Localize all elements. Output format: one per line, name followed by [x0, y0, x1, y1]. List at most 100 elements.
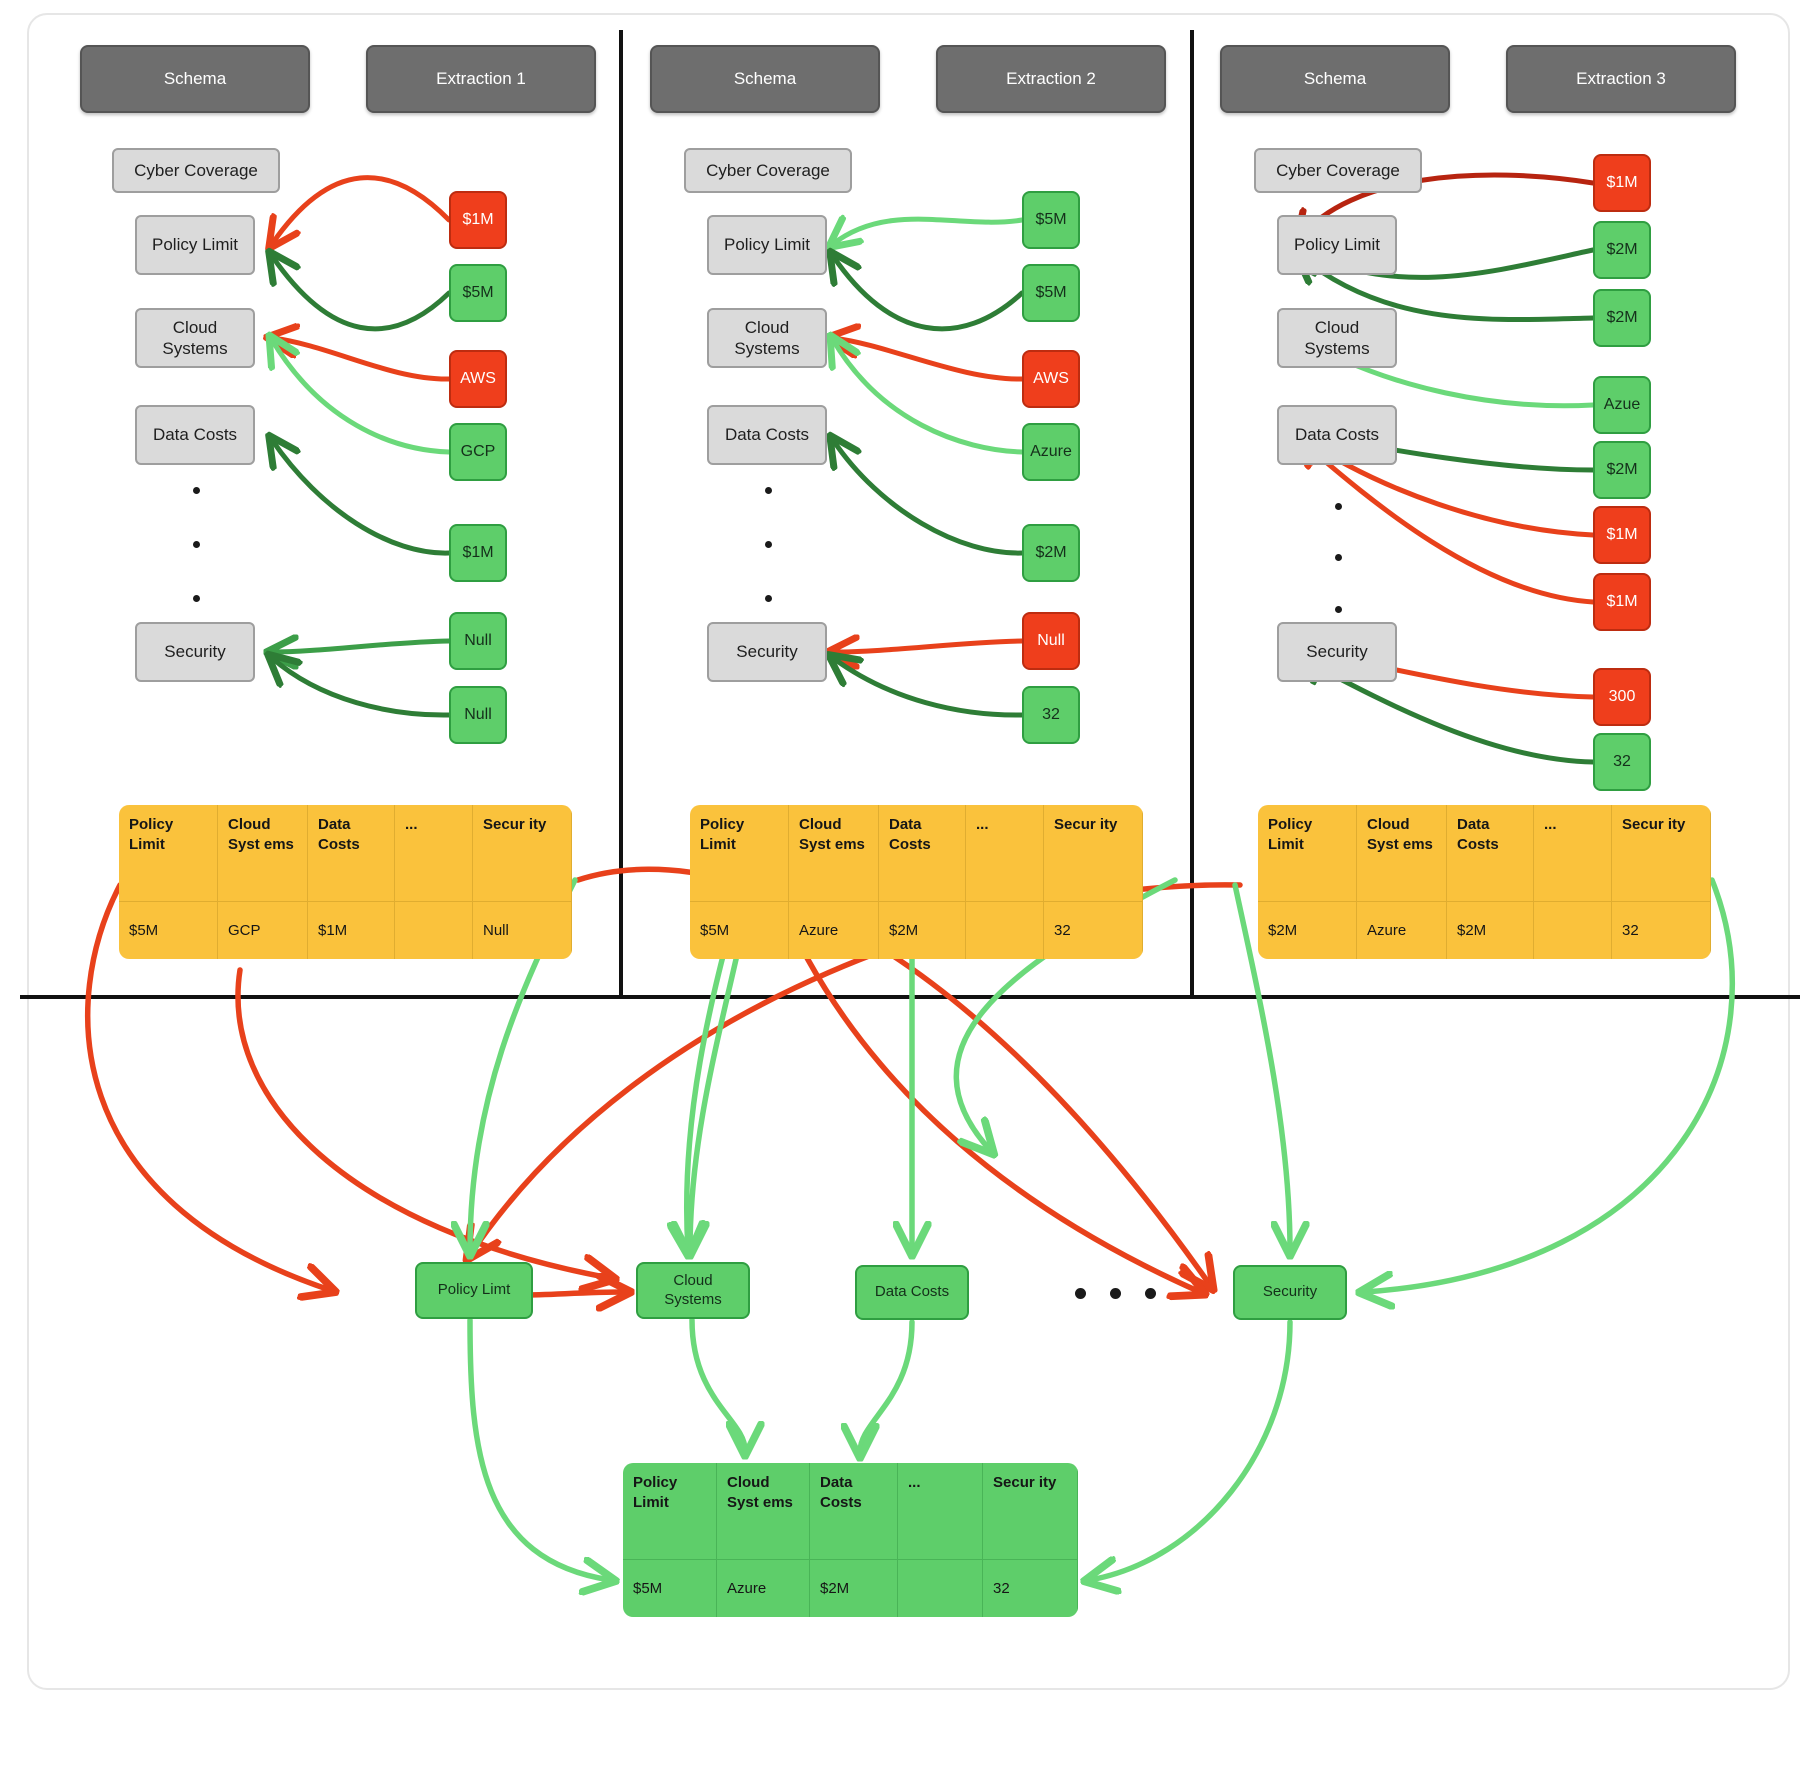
panel-3-th-2: Data Costs [1447, 805, 1534, 901]
panel-3-table-header-row: Policy Limit Cloud Syst ems Data Costs .… [1258, 805, 1711, 901]
consensus-th-4: Secur ity [983, 1463, 1078, 1559]
panel-2-value-2[interactable]: AWS [1022, 350, 1080, 408]
panel-1-ellipsis-dot-1 [193, 487, 200, 494]
panel-2-value-0[interactable]: $5M [1022, 191, 1080, 249]
panel-2-field-data-costs[interactable]: Data Costs [707, 405, 827, 465]
consensus-ellipsis-dot-2 [1110, 1288, 1121, 1299]
panel-2-th-1: Cloud Syst ems [789, 805, 879, 901]
panel-2-value-5[interactable]: Null [1022, 612, 1080, 670]
consensus-th-3: ... [898, 1463, 983, 1559]
panel-1-td-0: $5M [119, 901, 218, 959]
panel-3-td-4: 32 [1612, 901, 1711, 959]
consensus-final-table: Policy Limit Cloud Syst ems Data Costs .… [623, 1463, 1078, 1617]
consensus-td-4: 32 [983, 1559, 1078, 1617]
consensus-td-2: $2M [810, 1559, 898, 1617]
panel-2-value-6[interactable]: 32 [1022, 686, 1080, 744]
panel-3-value-5[interactable]: $1M [1593, 506, 1651, 564]
panel-1-value-5[interactable]: Null [449, 612, 507, 670]
panel-1-field-policy-limit[interactable]: Policy Limit [135, 215, 255, 275]
panel-2-extraction-table: Policy Limit Cloud Syst ems Data Costs .… [690, 805, 1143, 959]
panel-1-table-body-row: $5M GCP $1M Null [119, 901, 572, 959]
consensus-th-1: Cloud Syst ems [717, 1463, 810, 1559]
panel-2-th-0: Policy Limit [690, 805, 789, 901]
panel-2-table-body-row: $5M Azure $2M 32 [690, 901, 1143, 959]
panel-3-field-policy-limit[interactable]: Policy Limit [1277, 215, 1397, 275]
consensus-td-0: $5M [623, 1559, 717, 1617]
panel-2-ellipsis-dot-3 [765, 595, 772, 602]
consensus-th-0: Policy Limit [623, 1463, 717, 1559]
panel-1-extraction-header-label: Extraction 1 [436, 69, 526, 88]
panel-3-value-4[interactable]: $2M [1593, 441, 1651, 499]
panel-3-table-body-row: $2M Azure $2M 32 [1258, 901, 1711, 959]
panel-1-field-data-costs[interactable]: Data Costs [135, 405, 255, 465]
panel-3-field-data-costs[interactable]: Data Costs [1277, 405, 1397, 465]
panel-2-schema-header: Schema [650, 45, 880, 113]
panel-1-th-3: ... [395, 805, 473, 901]
panel-1-th-4: Secur ity [473, 805, 572, 901]
consensus-ellipsis-dot-1 [1075, 1288, 1086, 1299]
panel-2-ellipsis-dot-2 [765, 541, 772, 548]
panel-3-value-7[interactable]: 300 [1593, 668, 1651, 726]
panel-2-table-header-row: Policy Limit Cloud Syst ems Data Costs .… [690, 805, 1143, 901]
panel-3-value-8[interactable]: 32 [1593, 733, 1651, 791]
panel-1-field-cyber-coverage[interactable]: Cyber Coverage [112, 148, 280, 193]
panel-2-extraction-header-label: Extraction 2 [1006, 69, 1096, 88]
panel-1-th-1: Cloud Syst ems [218, 805, 308, 901]
panel-3-value-1[interactable]: $2M [1593, 221, 1651, 279]
panel-2-value-3[interactable]: Azure [1022, 423, 1080, 481]
panel-3-ellipsis-dot-1 [1335, 503, 1342, 510]
panel-3-th-3: ... [1534, 805, 1612, 901]
panel-3-value-3[interactable]: Azue [1593, 376, 1651, 434]
consensus-table-header-row: Policy Limit Cloud Syst ems Data Costs .… [623, 1463, 1078, 1559]
panel-1-th-2: Data Costs [308, 805, 395, 901]
consensus-node-data-costs[interactable]: Data Costs [855, 1265, 969, 1320]
panel-3-ellipsis-dot-2 [1335, 554, 1342, 561]
consensus-th-2: Data Costs [810, 1463, 898, 1559]
panel-3-value-6[interactable]: $1M [1593, 573, 1651, 631]
panel-2-td-0: $5M [690, 901, 789, 959]
consensus-td-1: Azure [717, 1559, 810, 1617]
panel-2-field-cyber-coverage[interactable]: Cyber Coverage [684, 148, 852, 193]
consensus-td-3 [898, 1559, 983, 1617]
panel-3-td-1: Azure [1357, 901, 1447, 959]
panel-3-field-security[interactable]: Security [1277, 622, 1397, 682]
panel-2-field-security[interactable]: Security [707, 622, 827, 682]
panel-1-ellipsis-dot-2 [193, 541, 200, 548]
panel-2-td-1: Azure [789, 901, 879, 959]
panel-1-ellipsis-dot-3 [193, 595, 200, 602]
consensus-node-security[interactable]: Security [1233, 1265, 1347, 1320]
panel-1-value-4[interactable]: $1M [449, 524, 507, 582]
panel-1-field-cloud-systems[interactable]: Cloud Systems [135, 308, 255, 368]
panel-2-field-policy-limit[interactable]: Policy Limit [707, 215, 827, 275]
panel-3-extraction-header-label: Extraction 3 [1576, 69, 1666, 88]
panel-1-extraction-table: Policy Limit Cloud Syst ems Data Costs .… [119, 805, 572, 959]
consensus-node-policy-limt[interactable]: Policy Limt [415, 1262, 533, 1319]
consensus-table-body-row: $5M Azure $2M 32 [623, 1559, 1078, 1617]
panel-1-value-0[interactable]: $1M [449, 191, 507, 249]
panel-1-value-1[interactable]: $5M [449, 264, 507, 322]
panel-3-schema-header-label: Schema [1303, 69, 1367, 88]
panel-3-extraction-table: Policy Limit Cloud Syst ems Data Costs .… [1258, 805, 1711, 959]
panel-3-field-cloud-systems[interactable]: Cloud Systems [1277, 308, 1397, 368]
panel-1-value-2[interactable]: AWS [449, 350, 507, 408]
panel-1-schema-header-label: Schema [163, 69, 227, 88]
panel-1-td-2: $1M [308, 901, 395, 959]
panel-3-ellipsis-dot-3 [1335, 606, 1342, 613]
consensus-node-cloud-systems[interactable]: Cloud Systems [636, 1262, 750, 1319]
panel-2-value-4[interactable]: $2M [1022, 524, 1080, 582]
panel-2-field-cloud-systems[interactable]: Cloud Systems [707, 308, 827, 368]
panel-3-th-1: Cloud Syst ems [1357, 805, 1447, 901]
panel-1-field-security[interactable]: Security [135, 622, 255, 682]
panel-2-value-1[interactable]: $5M [1022, 264, 1080, 322]
consensus-ellipsis-dot-3 [1145, 1288, 1156, 1299]
panel-3-value-2[interactable]: $2M [1593, 289, 1651, 347]
panel-1-value-6[interactable]: Null [449, 686, 507, 744]
panel-3-value-0[interactable]: $1M [1593, 154, 1651, 212]
panel-1-table-header-row: Policy Limit Cloud Syst ems Data Costs .… [119, 805, 572, 901]
panel-2-td-2: $2M [879, 901, 966, 959]
panel-1-value-3[interactable]: GCP [449, 423, 507, 481]
panel-3-field-cyber-coverage[interactable]: Cyber Coverage [1254, 148, 1422, 193]
panel-1-schema-header: Schema [80, 45, 310, 113]
panel-2-ellipsis-dot-1 [765, 487, 772, 494]
